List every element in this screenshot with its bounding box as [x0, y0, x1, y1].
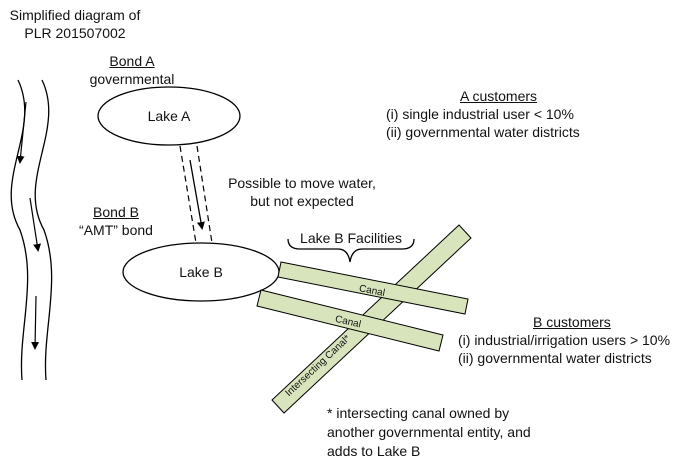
diagram-title: Simplified diagram of PLR 201507002 — [0, 7, 150, 42]
lake-a-label: Lake A — [147, 108, 191, 124]
river-flow-arrow — [31, 295, 40, 350]
lake-b-label: Lake B — [179, 264, 223, 280]
transfer-note-line-1: Possible to move water, — [228, 175, 376, 191]
river-flow-arrow — [16, 101, 27, 164]
lake-a-shape — [97, 86, 241, 146]
river-flow-arrow — [29, 197, 42, 252]
canal-1-label: Canal — [358, 283, 386, 299]
b-customers-heading: B customers — [533, 314, 611, 330]
footnote-line-3: adds to Lake B — [327, 443, 421, 459]
footnote-line-1: * intersecting canal owned by — [327, 405, 510, 421]
footnote-line-2: another governmental entity, and — [327, 424, 531, 440]
b-customers-item-1: (i) industrial/irrigation users > 10% — [458, 332, 671, 348]
bond-b-heading: Bond B — [93, 204, 139, 220]
bond-b-label: Bond B “AMT” bond — [66, 204, 166, 239]
a-customers-item-2: (ii) governmental water districts — [386, 124, 580, 140]
lake-b-facilities-label: Lake B Facilities — [300, 230, 402, 246]
facilities-brace — [287, 238, 415, 263]
canal-1-shape — [277, 261, 469, 315]
transfer-note-line-2: but not expected — [250, 193, 354, 209]
bond-b-type: “AMT” bond — [79, 222, 153, 238]
transfer-note: Possible to move water, but not expected — [212, 175, 392, 210]
b-customers-block: B customers (i) industrial/irrigation us… — [458, 314, 682, 367]
bond-a-label: Bond A governmental — [82, 53, 182, 88]
footnote: * intersecting canal owned by another go… — [327, 405, 587, 460]
bond-a-type: governmental — [89, 71, 175, 87]
river-icon — [10, 79, 53, 381]
lake-transfer-channel — [179, 145, 213, 244]
title-line-2: PLR 201507002 — [24, 25, 126, 41]
a-customers-item-1: (i) single industrial user < 10% — [386, 106, 574, 122]
canal-2-shape — [256, 289, 444, 352]
intersecting-canal-label: Intersecting Canal* — [283, 333, 352, 399]
b-customers-item-2: (ii) governmental water districts — [458, 350, 652, 366]
a-customers-heading: A customers — [460, 88, 538, 104]
transfer-arrow — [189, 159, 205, 230]
a-customers-block: A customers (i) single industrial user <… — [386, 88, 676, 141]
bond-a-heading: Bond A — [109, 53, 155, 69]
title-line-1: Simplified diagram of — [9, 7, 141, 23]
